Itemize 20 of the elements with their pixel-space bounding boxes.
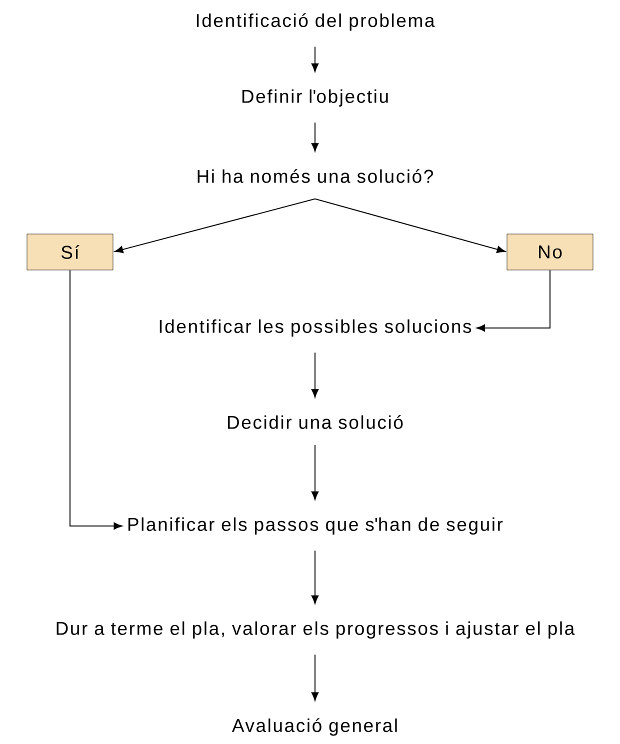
step-text: Identificació del problema — [196, 13, 435, 31]
step-text: Avaluació general — [232, 718, 397, 736]
arrow — [311, 550, 319, 604]
step-text: Dur a terme el pla, valorar els progressos i ajustar el pla — [56, 621, 575, 639]
step-text: Hi ha només una solució? — [198, 169, 433, 183]
arrow — [476, 270, 550, 332]
arrow — [114, 198, 316, 254]
arrow — [311, 352, 319, 398]
answer-box: Sí — [26, 234, 114, 270]
arrow — [70, 270, 122, 530]
arrow — [311, 444, 319, 500]
step-text: Identificar les possibles solucions — [160, 319, 472, 337]
step-text: Decidir una solució — [228, 415, 403, 429]
step-text: Planificar els passos que s'han de seguir — [128, 517, 503, 535]
answer-box: No — [506, 234, 594, 270]
step-text: Definir l'objectiu — [242, 89, 388, 107]
arrow — [314, 198, 506, 253]
arrow — [311, 122, 319, 152]
arrow — [311, 46, 319, 72]
arrow — [311, 654, 319, 701]
